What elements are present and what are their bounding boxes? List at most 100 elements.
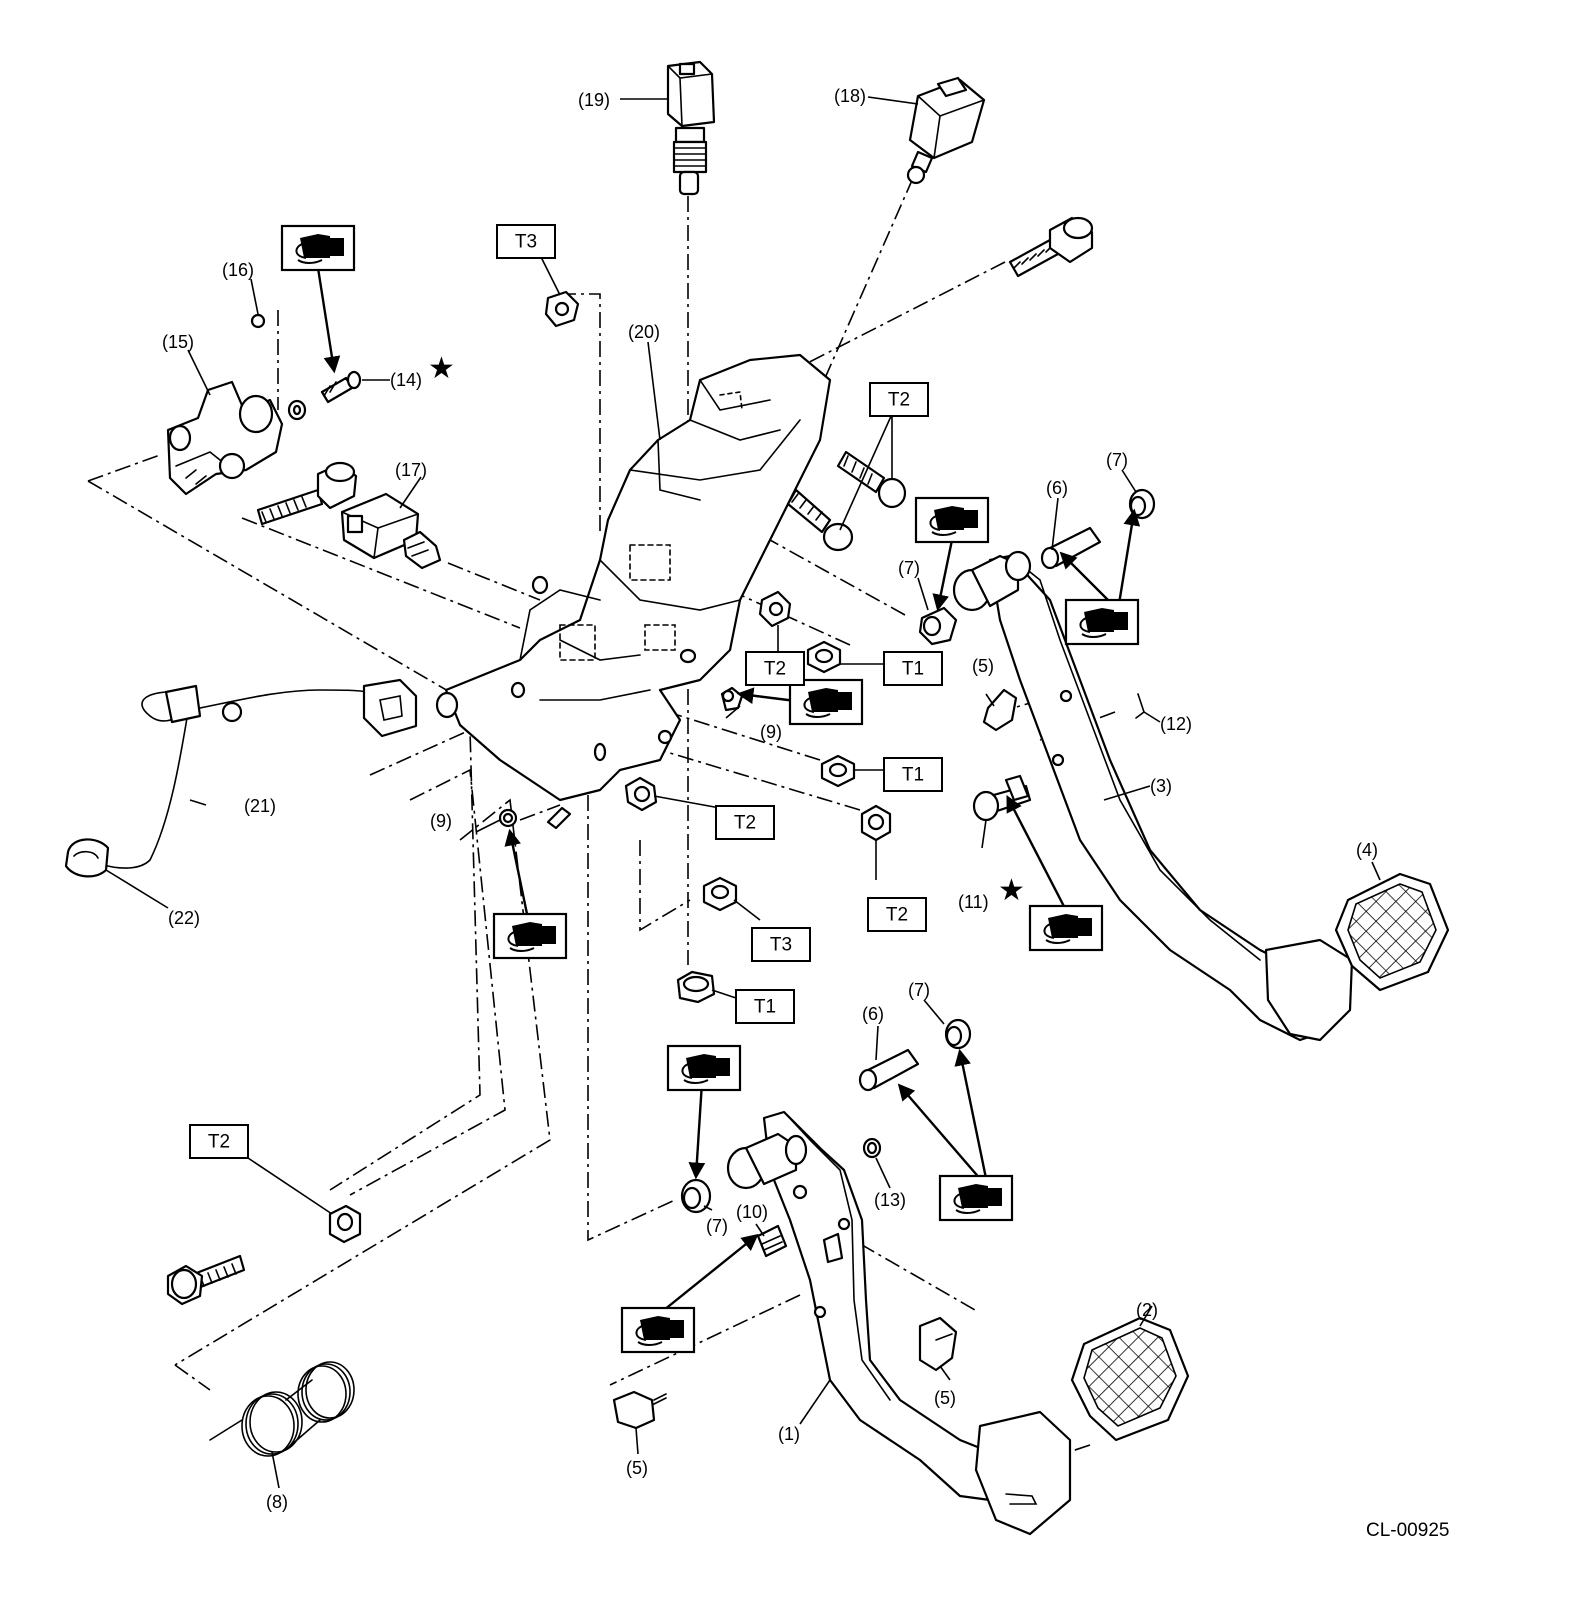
pin-left-mid	[546, 806, 572, 830]
stopper-5-brake-left	[612, 1390, 667, 1430]
callout-16: (16)	[222, 260, 254, 280]
spacer-6-bottom	[858, 1048, 920, 1092]
callout-6-top: (6)	[1046, 478, 1068, 498]
bolt-t2-lower	[786, 488, 854, 552]
nut-t1-mid	[806, 640, 842, 674]
callout-13: (13)	[874, 1190, 906, 1210]
brake-bushings	[726, 1132, 808, 1190]
callout-5-brake-left: (5)	[626, 1458, 648, 1478]
callout-15: (15)	[162, 332, 194, 352]
callout-8: (8)	[266, 1492, 288, 1512]
callout-12: (12)	[1160, 714, 1192, 734]
grease-icon	[1028, 904, 1104, 952]
callout-7-clutch: (7)	[898, 558, 920, 578]
callout-11: (11)	[958, 892, 989, 912]
long-bolt-top	[1008, 216, 1094, 278]
bolt-14	[320, 370, 362, 404]
grease-icon	[914, 496, 990, 544]
spring-pin-10	[756, 1224, 788, 1258]
grease-icon	[620, 1306, 696, 1354]
grease-icon	[788, 678, 864, 726]
stopper-5-clutch	[982, 688, 1073, 767]
bolt-left-mid	[256, 461, 358, 526]
torque-label-t3-top: T3	[496, 224, 556, 259]
callout-labels: (19) (18) (16) (15) (14) ★ (17) (20) (7)…	[162, 86, 1378, 1512]
switch-19	[666, 60, 716, 196]
callout-2: (2)	[1136, 1300, 1158, 1320]
callout-10: (10)	[736, 1202, 768, 1222]
nut-t1-lower	[820, 754, 856, 788]
spacer-6-top	[1040, 526, 1102, 570]
spring-8	[209, 1361, 355, 1457]
callout-7-bottom: (7)	[908, 980, 930, 1000]
svg-text:T2: T2	[208, 1132, 230, 1153]
callout-7-top: (7)	[1106, 450, 1128, 470]
nut-t3-top	[544, 290, 580, 328]
bolt-lower-left	[166, 1254, 246, 1306]
grease-icon	[666, 1044, 742, 1092]
callout-18: (18)	[834, 86, 866, 106]
switch-17	[340, 492, 442, 570]
callout-5-brake-right: (5)	[934, 1388, 956, 1408]
clip-12	[1135, 693, 1145, 719]
svg-text:T3: T3	[770, 935, 792, 956]
torque-label-t1-lower: T1	[883, 757, 943, 792]
svg-text:T1: T1	[754, 997, 776, 1018]
torque-label-t2-left: T2	[189, 1124, 249, 1159]
bushing-7-brake	[680, 1178, 712, 1214]
callout-14: (14)	[390, 370, 422, 390]
torque-label-t2-mid: T2	[745, 651, 805, 686]
collar-t2-left	[328, 1204, 362, 1244]
assembly-guide-lines	[87, 177, 1346, 1466]
pedal-bracket	[435, 353, 832, 802]
figure-code: CL-00925	[1366, 1520, 1449, 1541]
callout-5-clutch: (5)	[972, 656, 994, 676]
svg-text:T3: T3	[515, 232, 537, 253]
svg-text:T2: T2	[888, 390, 910, 411]
star-mark-14: ★	[428, 351, 455, 386]
callout-1: (1)	[778, 1424, 800, 1444]
torque-label-t2-right: T2	[869, 382, 929, 417]
pin-11	[972, 774, 1032, 822]
callout-21: (21)	[244, 796, 276, 816]
callout-6-bottom: (6)	[862, 1004, 884, 1024]
svg-text:T2: T2	[734, 813, 756, 834]
collar-t2-center	[624, 776, 658, 812]
grease-icon	[938, 1174, 1014, 1222]
pedal-pad-clutch-body	[1264, 938, 1354, 1042]
svg-text:T1: T1	[902, 659, 924, 680]
grease-icon	[280, 224, 356, 272]
torque-label-t1-mid: T1	[883, 651, 943, 686]
collar-t2-mid	[758, 590, 792, 628]
callout-22: (22)	[168, 908, 200, 928]
callout-17: (17)	[395, 460, 427, 480]
torque-label-t1-bottom: T1	[735, 989, 795, 1024]
callout-19: (19)	[578, 90, 610, 110]
callout-20: (20)	[628, 322, 660, 342]
harness-21	[99, 678, 418, 869]
callout-9-left: (9)	[430, 811, 452, 831]
torque-label-t2-center: T2	[715, 805, 775, 840]
leader-lines	[105, 96, 1381, 1489]
pedal-pad-4	[1334, 872, 1450, 992]
washer-14	[287, 399, 307, 421]
torque-label-t3-lower: T3	[751, 927, 811, 962]
callout-3: (3)	[1150, 776, 1172, 796]
star-mark-11: ★	[998, 873, 1025, 908]
grease-icon	[1064, 598, 1140, 646]
callout-4: (4)	[1356, 840, 1378, 860]
pedal-pad-2	[1070, 1316, 1190, 1442]
stopper-5-brake-right	[918, 1316, 958, 1372]
torque-labels: T3 T2 T2 T1 T1 T2 T2 T3	[189, 224, 943, 1159]
pedal-pad-brake-body	[974, 1410, 1072, 1536]
clip-16	[250, 313, 266, 329]
bushing-7-bottom	[944, 1018, 972, 1050]
bushing-9-left	[498, 808, 518, 828]
nut-t3-lower	[702, 876, 738, 912]
callout-9-mid: (9)	[760, 722, 782, 742]
collar-13	[862, 1137, 882, 1159]
clutch-start-switch-bracket-15	[166, 380, 284, 496]
collar-t2-lowright	[860, 804, 892, 842]
svg-text:T2: T2	[886, 905, 908, 926]
